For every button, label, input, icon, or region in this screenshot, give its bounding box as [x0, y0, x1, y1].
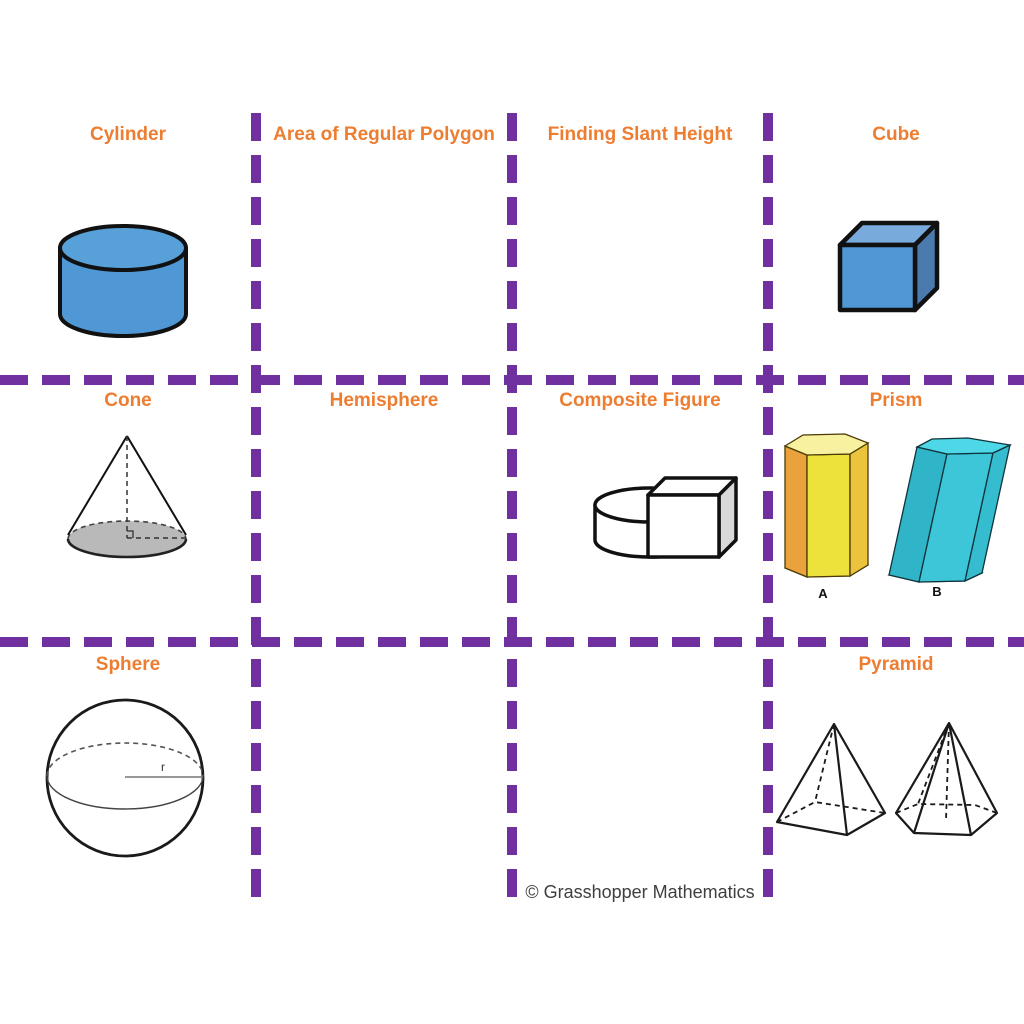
cell-title-composite: Composite Figure — [559, 390, 721, 411]
cell-title-cone: Cone — [104, 390, 152, 411]
cell-title-prism: Prism — [869, 390, 923, 411]
square-pyramid — [775, 722, 887, 837]
prism-a-figure: A — [783, 433, 870, 601]
cell-title-cube: Cube — [872, 124, 920, 145]
cylinder-figure — [58, 224, 188, 338]
cell-title-sphere: Sphere — [95, 654, 161, 675]
sphere-figure: r — [45, 698, 205, 858]
grid-vline-1 — [251, 113, 261, 905]
cone-figure — [66, 435, 188, 559]
sphere-radius-label: r — [161, 760, 165, 774]
prism-b-label: B — [932, 584, 941, 599]
cell-title-area-polygon: Area of Regular Polygon — [273, 124, 495, 145]
composite-figure — [593, 476, 738, 559]
cell-title-cylinder: Cylinder — [89, 124, 167, 145]
pyramid-figures — [775, 721, 999, 837]
right-angle-marker — [127, 530, 134, 538]
grid-vline-3 — [763, 113, 773, 905]
copyright-text: © Grasshopper Mathematics — [525, 882, 755, 902]
cell-title-slant-height: Finding Slant Height — [547, 124, 733, 145]
hexagonal-pyramid — [894, 721, 999, 837]
grid-vline-2 — [507, 113, 517, 905]
cell-title-pyramid: Pyramid — [858, 654, 934, 675]
prism-b-figure: B — [887, 437, 1013, 599]
cell-title-hemisphere: Hemisphere — [329, 390, 439, 411]
cube-figure — [837, 220, 940, 313]
prism-a-label: A — [818, 586, 828, 601]
